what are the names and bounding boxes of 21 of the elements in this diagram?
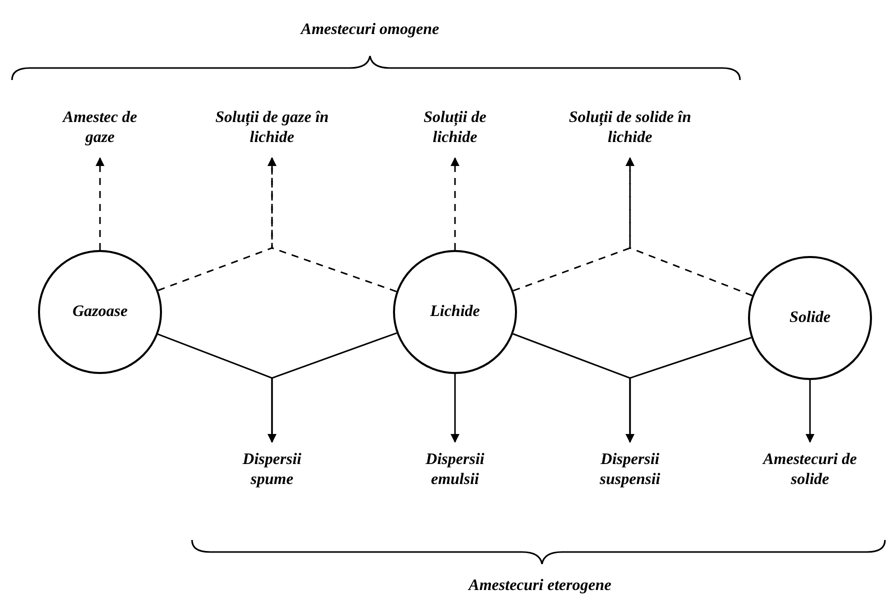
mixture-label: Soluții de solide în lichide [568, 108, 692, 148]
arrow [268, 157, 397, 292]
mixture-label: Soluții de gaze în lichide [214, 108, 330, 148]
mixture-label: Amestec de gaze [61, 108, 138, 148]
mixture-label: Dispersii emulsii [424, 450, 486, 490]
circle-label: Gazoase [72, 302, 128, 322]
arrow [450, 157, 460, 250]
mixture-label: Dispersii spume [242, 450, 302, 490]
arrow [626, 157, 752, 296]
circle-label: Solide [790, 308, 830, 328]
arrow [806, 380, 814, 443]
mixture-label: Amestecuri de solide [761, 450, 858, 490]
group-label: Amestecuri eterogene [468, 576, 612, 596]
mixture-label: Soluții de lichide [422, 108, 488, 148]
circle-label: Lichide [430, 302, 480, 322]
arrow [96, 157, 104, 250]
arrow [268, 332, 397, 443]
arrow [450, 374, 460, 443]
group-label: Amestecuri omogene [300, 20, 440, 40]
arrow [626, 336, 752, 443]
mixture-label: Dispersii suspensii [598, 450, 662, 490]
